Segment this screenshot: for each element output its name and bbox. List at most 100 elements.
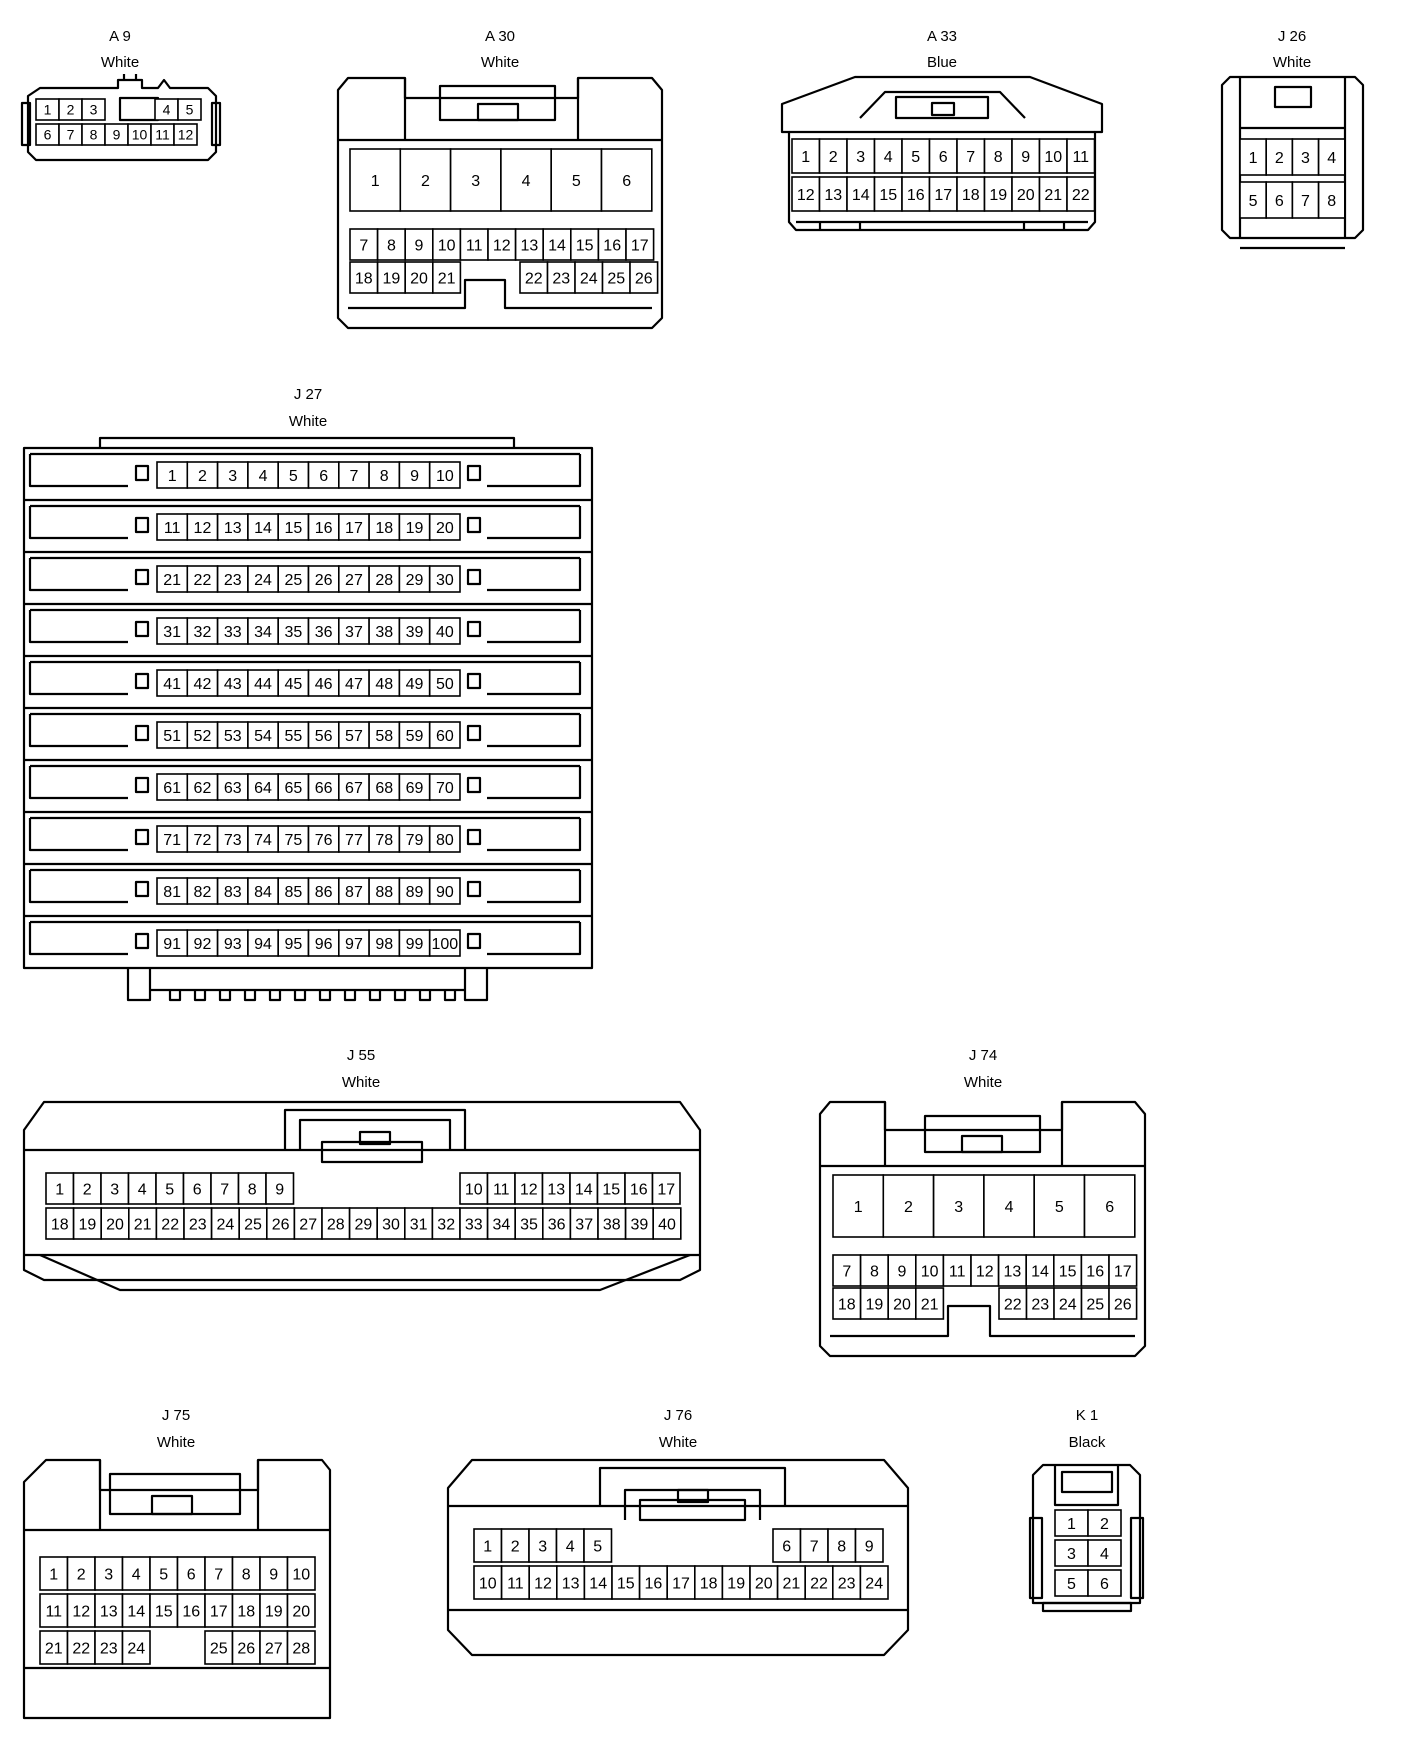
pin-number: 4: [522, 173, 531, 190]
pin-cavity: 16: [176, 1593, 206, 1628]
pin-cavity: 7: [1291, 181, 1320, 219]
pin-number: 23: [552, 270, 570, 287]
pin-cavity: 86: [307, 877, 340, 905]
pin-number: 26: [315, 572, 333, 589]
pin-cavity: 15: [596, 1172, 626, 1205]
pin-cavity: 4: [555, 1528, 585, 1563]
pin-number: 19: [989, 187, 1007, 204]
pin-cavity: 19: [398, 513, 431, 541]
pin-cavity: 65: [277, 773, 310, 801]
pin-number: 7: [349, 468, 358, 485]
pin-cavity: 7: [832, 1254, 862, 1287]
pin-cavity: 17: [928, 176, 958, 212]
pin-number: 76: [315, 832, 333, 849]
pin-cavity: 17: [666, 1565, 696, 1600]
pin-cavity: 16: [1080, 1254, 1110, 1287]
pin-cavity: 2: [1087, 1509, 1122, 1537]
pin-number: 19: [727, 1575, 745, 1592]
pin-number: 4: [1327, 150, 1336, 167]
pin-cavity: 16: [597, 228, 627, 261]
pin-number: 16: [645, 1575, 663, 1592]
pin-cavity: 6: [1265, 181, 1294, 219]
pin-cavity: 24: [574, 261, 604, 294]
pin-cavity: 88: [368, 877, 401, 905]
pin-number: 25: [244, 1216, 262, 1233]
pin-number: 72: [194, 832, 212, 849]
pin-number: 18: [355, 270, 373, 287]
pin-number: 1: [168, 468, 177, 485]
pin-cavity: 2: [500, 1528, 530, 1563]
pin-cavity: 89: [398, 877, 431, 905]
pin-number: 7: [842, 1263, 851, 1280]
pin-cavity: 25: [601, 261, 631, 294]
connector-k1-color: Black: [1069, 1434, 1106, 1451]
pin-cavity: 27: [337, 565, 370, 593]
pin-number: 4: [163, 102, 171, 118]
pin-number: 2: [511, 1538, 520, 1555]
connector-a30-color: White: [481, 54, 519, 71]
pin-number: 62: [194, 780, 212, 797]
pin-number: 10: [436, 468, 454, 485]
pin-number: 6: [622, 173, 631, 190]
pin-number: 81: [163, 884, 181, 901]
pin-cavity: 18: [956, 176, 986, 212]
pin-cavity: 1: [39, 1556, 69, 1591]
pin-cavity: 18: [349, 261, 379, 294]
pin-number: 16: [1086, 1263, 1104, 1280]
pin-number: 12: [72, 1603, 90, 1620]
pin-cavity: 20: [404, 261, 434, 294]
pin-number: 18: [700, 1575, 718, 1592]
pin-number: 19: [79, 1216, 97, 1233]
pin-number: 6: [939, 149, 948, 166]
pin-cavity: 98: [368, 929, 401, 957]
pin-cavity: 9: [398, 461, 431, 489]
pin-cavity: 92: [186, 929, 219, 957]
pin-cavity: 59: [398, 721, 431, 749]
pin-cavity: 28: [321, 1207, 351, 1240]
pin-cavity: 73: [216, 825, 249, 853]
pin-number: 3: [110, 1181, 119, 1198]
pin-cavity: 24: [247, 565, 279, 593]
pin-cavity: 55: [277, 721, 310, 749]
pin-number: 11: [949, 1263, 966, 1280]
pin-number: 21: [438, 270, 456, 287]
pin-number: 92: [194, 936, 212, 953]
pin-number: 19: [406, 520, 424, 537]
pin-number: 25: [607, 270, 625, 287]
pin-number: 5: [593, 1538, 602, 1555]
pin-cavity: 87: [337, 877, 370, 905]
pin-cavity: 37: [337, 617, 370, 645]
pin-number: 9: [410, 468, 419, 485]
pin-cavity: 25: [277, 565, 310, 593]
connector-j74-color: White: [964, 1074, 1002, 1091]
pin-cavity: 10: [1038, 138, 1068, 174]
pin-number: 14: [575, 1181, 593, 1198]
pin-number: 99: [406, 936, 424, 953]
pin-cavity: 11: [500, 1565, 531, 1600]
pin-cavity: 23: [94, 1630, 124, 1665]
pin-number: 10: [465, 1181, 483, 1198]
pin-number: 38: [603, 1216, 621, 1233]
pin-number: 23: [224, 572, 242, 589]
pin-cavity: 95: [277, 929, 310, 957]
pin-number: 8: [242, 1566, 251, 1583]
pin-cavity: 24: [859, 1565, 889, 1600]
pin-number: 2: [829, 149, 838, 166]
pin-number: 7: [359, 237, 368, 254]
pin-cavity: 57: [337, 721, 370, 749]
pin-number: 84: [254, 884, 272, 901]
pin-cavity: 15: [1053, 1254, 1083, 1287]
pin-cavity: 16: [624, 1172, 654, 1205]
pin-number: 9: [865, 1538, 874, 1555]
pin-cavity: 69: [398, 773, 431, 801]
pin-cavity: 1: [791, 138, 821, 174]
pin-cavity: 56: [307, 721, 340, 749]
pin-number: 22: [525, 270, 543, 287]
pin-cavity: 34: [247, 617, 279, 645]
pin-cavity: 1: [1054, 1509, 1089, 1537]
pin-cavity: 8: [237, 1172, 267, 1205]
pin-number: 65: [284, 780, 302, 797]
pin-cavity: 68: [368, 773, 401, 801]
pin-cavity: 61: [156, 773, 189, 801]
pin-number: 37: [345, 624, 363, 641]
